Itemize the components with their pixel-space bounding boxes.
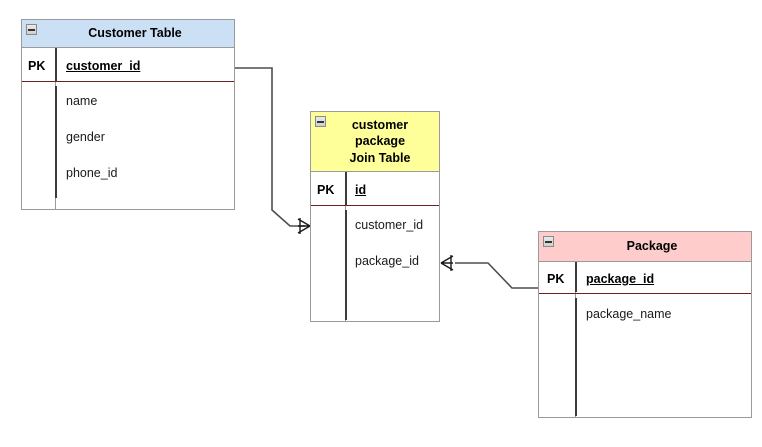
entity-body-join-table: PK id customer_id package_id	[311, 172, 439, 321]
entity-header-customer-table: Customer Table	[22, 20, 234, 48]
key-column-divider	[575, 262, 577, 292]
minus-box-icon[interactable]	[26, 24, 37, 35]
attribute-column-divider	[345, 210, 347, 320]
primary-key-rule	[22, 81, 234, 82]
primary-key-field-id[interactable]: id	[355, 183, 367, 197]
entity-title-line-1: customer	[351, 117, 409, 132]
entity-title-line-3: Join Table	[349, 150, 411, 165]
entity-title: Customer Table	[88, 26, 182, 41]
crows-foot-marker-right	[440, 255, 454, 271]
entity-body-package-table: PK package_id package_name	[539, 262, 751, 417]
field-customer-id[interactable]: customer_id	[355, 218, 424, 232]
primary-key-rule	[311, 205, 439, 206]
entity-header-join-table: customer package Join Table	[311, 112, 439, 172]
entity-body-customer-table: PK customer_id name gender phone_id	[22, 48, 234, 209]
field-package-name[interactable]: package_name	[586, 307, 672, 321]
key-column-divider	[55, 48, 57, 81]
primary-key-rule	[539, 293, 751, 294]
minus-box-icon[interactable]	[543, 236, 554, 247]
primary-key-field-customer-id[interactable]: customer_id	[66, 59, 141, 73]
field-package-id[interactable]: package_id	[355, 254, 419, 268]
minus-box-icon[interactable]	[315, 116, 326, 127]
entity-title: Package	[626, 239, 678, 254]
primary-key-field-package-id[interactable]: package_id	[586, 272, 655, 286]
entity-package-table[interactable]: Package PK package_id package_name	[538, 231, 752, 418]
relationship-customer-to-join	[235, 67, 311, 234]
pk-label-customer-table: PK	[28, 59, 46, 73]
entity-title-line-2: package	[354, 134, 406, 149]
entity-customer-table[interactable]: Customer Table PK customer_id name gende…	[21, 19, 235, 210]
entity-customer-package-join-table[interactable]: customer package Join Table PK id custom…	[310, 111, 440, 322]
key-column-divider	[345, 172, 347, 205]
pk-label-join-table: PK	[317, 183, 335, 197]
entity-header-package-table: Package	[539, 232, 751, 262]
field-name[interactable]: name	[66, 94, 98, 108]
relationship-join-to-package	[440, 255, 538, 289]
attribute-column-divider	[55, 86, 57, 198]
field-gender[interactable]: gender	[66, 130, 105, 144]
crows-foot-marker-left	[297, 218, 311, 234]
pk-label-package-table: PK	[547, 272, 565, 286]
attribute-column-divider	[575, 298, 577, 416]
field-phone-id[interactable]: phone_id	[66, 166, 118, 180]
